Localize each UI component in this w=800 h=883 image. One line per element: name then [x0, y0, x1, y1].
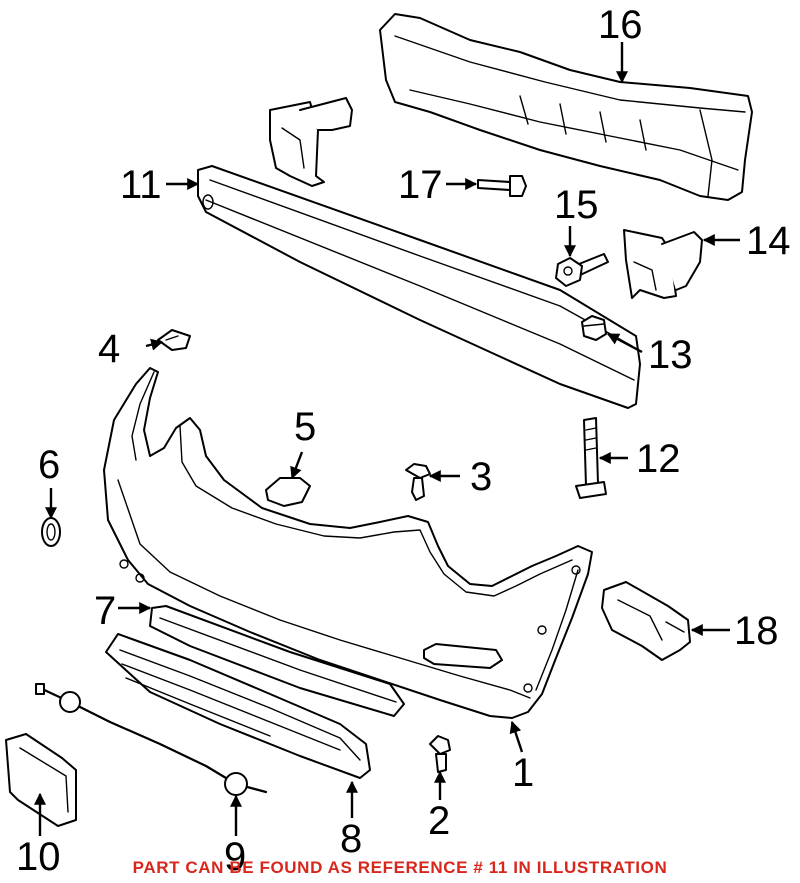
part-5-cap	[265, 477, 311, 507]
callout-9: 9	[224, 835, 246, 879]
part-13-nut	[581, 315, 607, 341]
callout-15: 15	[554, 183, 599, 227]
part-4-clip	[157, 329, 191, 351]
upper-bracket-left	[269, 97, 353, 187]
part-3-push-clip	[405, 463, 431, 501]
part-16-energy-absorber	[379, 13, 753, 201]
callout-3: 3	[470, 455, 492, 499]
part-8-lower-grille	[105, 633, 371, 779]
callout-7: 7	[94, 589, 116, 633]
callout-4: 4	[98, 327, 120, 371]
callout-5: 5	[294, 405, 316, 449]
part-12-stud-bolt	[575, 417, 607, 499]
part-7-grille-strip	[149, 605, 405, 717]
callout-2: 2	[428, 799, 450, 843]
leader-lines	[34, 42, 740, 836]
callout-10: 10	[16, 835, 61, 879]
part-1-bumper-cover	[103, 367, 593, 719]
part-17-bolt	[477, 175, 527, 197]
part-10-plate-bracket	[5, 733, 77, 827]
part-2-push-pin	[429, 735, 451, 773]
callout-16: 16	[598, 3, 643, 47]
callout-17: 17	[398, 163, 443, 207]
part-6-grommet	[41, 517, 61, 547]
part-11-reinforcement-bar	[197, 165, 641, 409]
part-14-bracket-right	[623, 229, 703, 299]
callout-13: 13	[648, 333, 693, 377]
callout-11: 11	[120, 163, 162, 207]
callout-18: 18	[734, 609, 779, 653]
reference-note: PART CAN BE FOUND AS REFERENCE # 11 IN I…	[132, 858, 668, 877]
callout-1: 1	[512, 751, 534, 795]
callout-14: 14	[746, 219, 791, 263]
part-15-bolt	[555, 253, 609, 287]
callout-6: 6	[38, 443, 60, 487]
part-18-bracket	[601, 581, 691, 661]
part-9-harness	[35, 683, 268, 796]
callout-12: 12	[636, 437, 681, 481]
callout-numbers: 16 11 17 15 14 13 4 12 5 3 6 7 18 1 2 8 …	[16, 3, 791, 879]
callout-8: 8	[340, 817, 362, 861]
